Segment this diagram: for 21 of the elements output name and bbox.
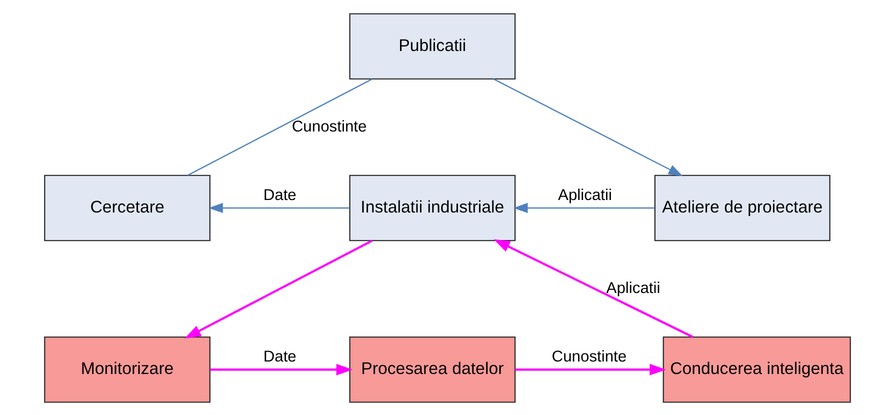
node-box: Instalatii industriale <box>349 174 516 241</box>
edge-label: Cunostinte <box>292 118 367 135</box>
node-box: Procesarea datelor <box>349 336 516 402</box>
edge-label: Aplicatii <box>606 279 660 296</box>
node-box: Monitorizare <box>44 336 210 402</box>
arrow <box>493 78 683 176</box>
edge-label: Date <box>263 348 296 366</box>
arrow <box>494 238 694 338</box>
connector <box>187 78 372 176</box>
node-box: Conducerea inteligenta <box>662 336 851 402</box>
arrow <box>513 202 655 213</box>
node-box: Cercetare <box>44 174 210 241</box>
edge-label: Date <box>263 186 296 204</box>
node-box: Ateliere de proiectare <box>654 174 830 241</box>
arrow <box>184 239 373 338</box>
node-box: Publicatii <box>349 12 516 80</box>
arrow <box>210 363 353 375</box>
arrow <box>515 363 666 375</box>
arrow <box>208 202 350 213</box>
edge-label: Cunostinte <box>552 348 627 366</box>
edge-label: Aplicatii <box>558 186 612 204</box>
